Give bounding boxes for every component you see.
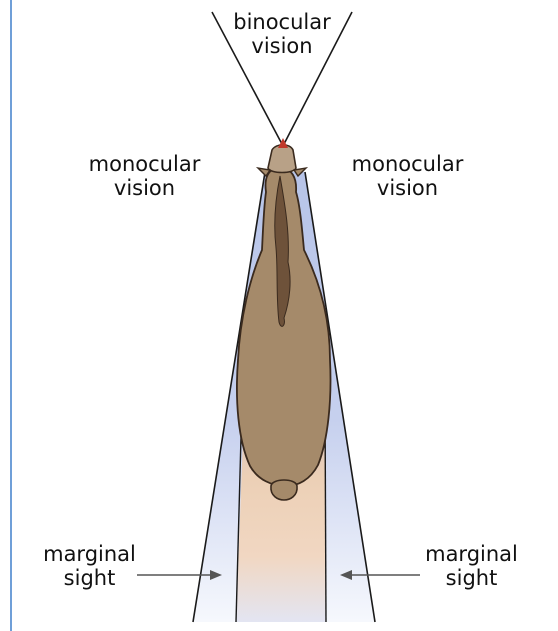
binocular-vision-label: binocular vision <box>222 10 342 58</box>
marginal-sight-right-arrow <box>340 570 420 580</box>
monocular-left-line1: monocular <box>82 152 207 176</box>
monocular-right-line2: vision <box>345 176 470 200</box>
binocular-label-line2: vision <box>222 34 342 58</box>
horse-tail <box>271 480 297 500</box>
marginal-sight-left-label: marginal sight <box>32 542 147 590</box>
monocular-vision-right-label: monocular vision <box>345 152 470 200</box>
monocular-vision-left-label: monocular vision <box>82 152 207 200</box>
marginal-left-line1: marginal <box>32 542 147 566</box>
horse-head <box>268 145 296 173</box>
monocular-left-line2: vision <box>82 176 207 200</box>
horse-top-view <box>237 138 331 500</box>
marginal-right-line2: sight <box>414 566 529 590</box>
binocular-label-line1: binocular <box>222 10 342 34</box>
marginal-right-line1: marginal <box>414 542 529 566</box>
marginal-sight-right-label: marginal sight <box>414 542 529 590</box>
marginal-left-line2: sight <box>32 566 147 590</box>
monocular-right-line1: monocular <box>345 152 470 176</box>
